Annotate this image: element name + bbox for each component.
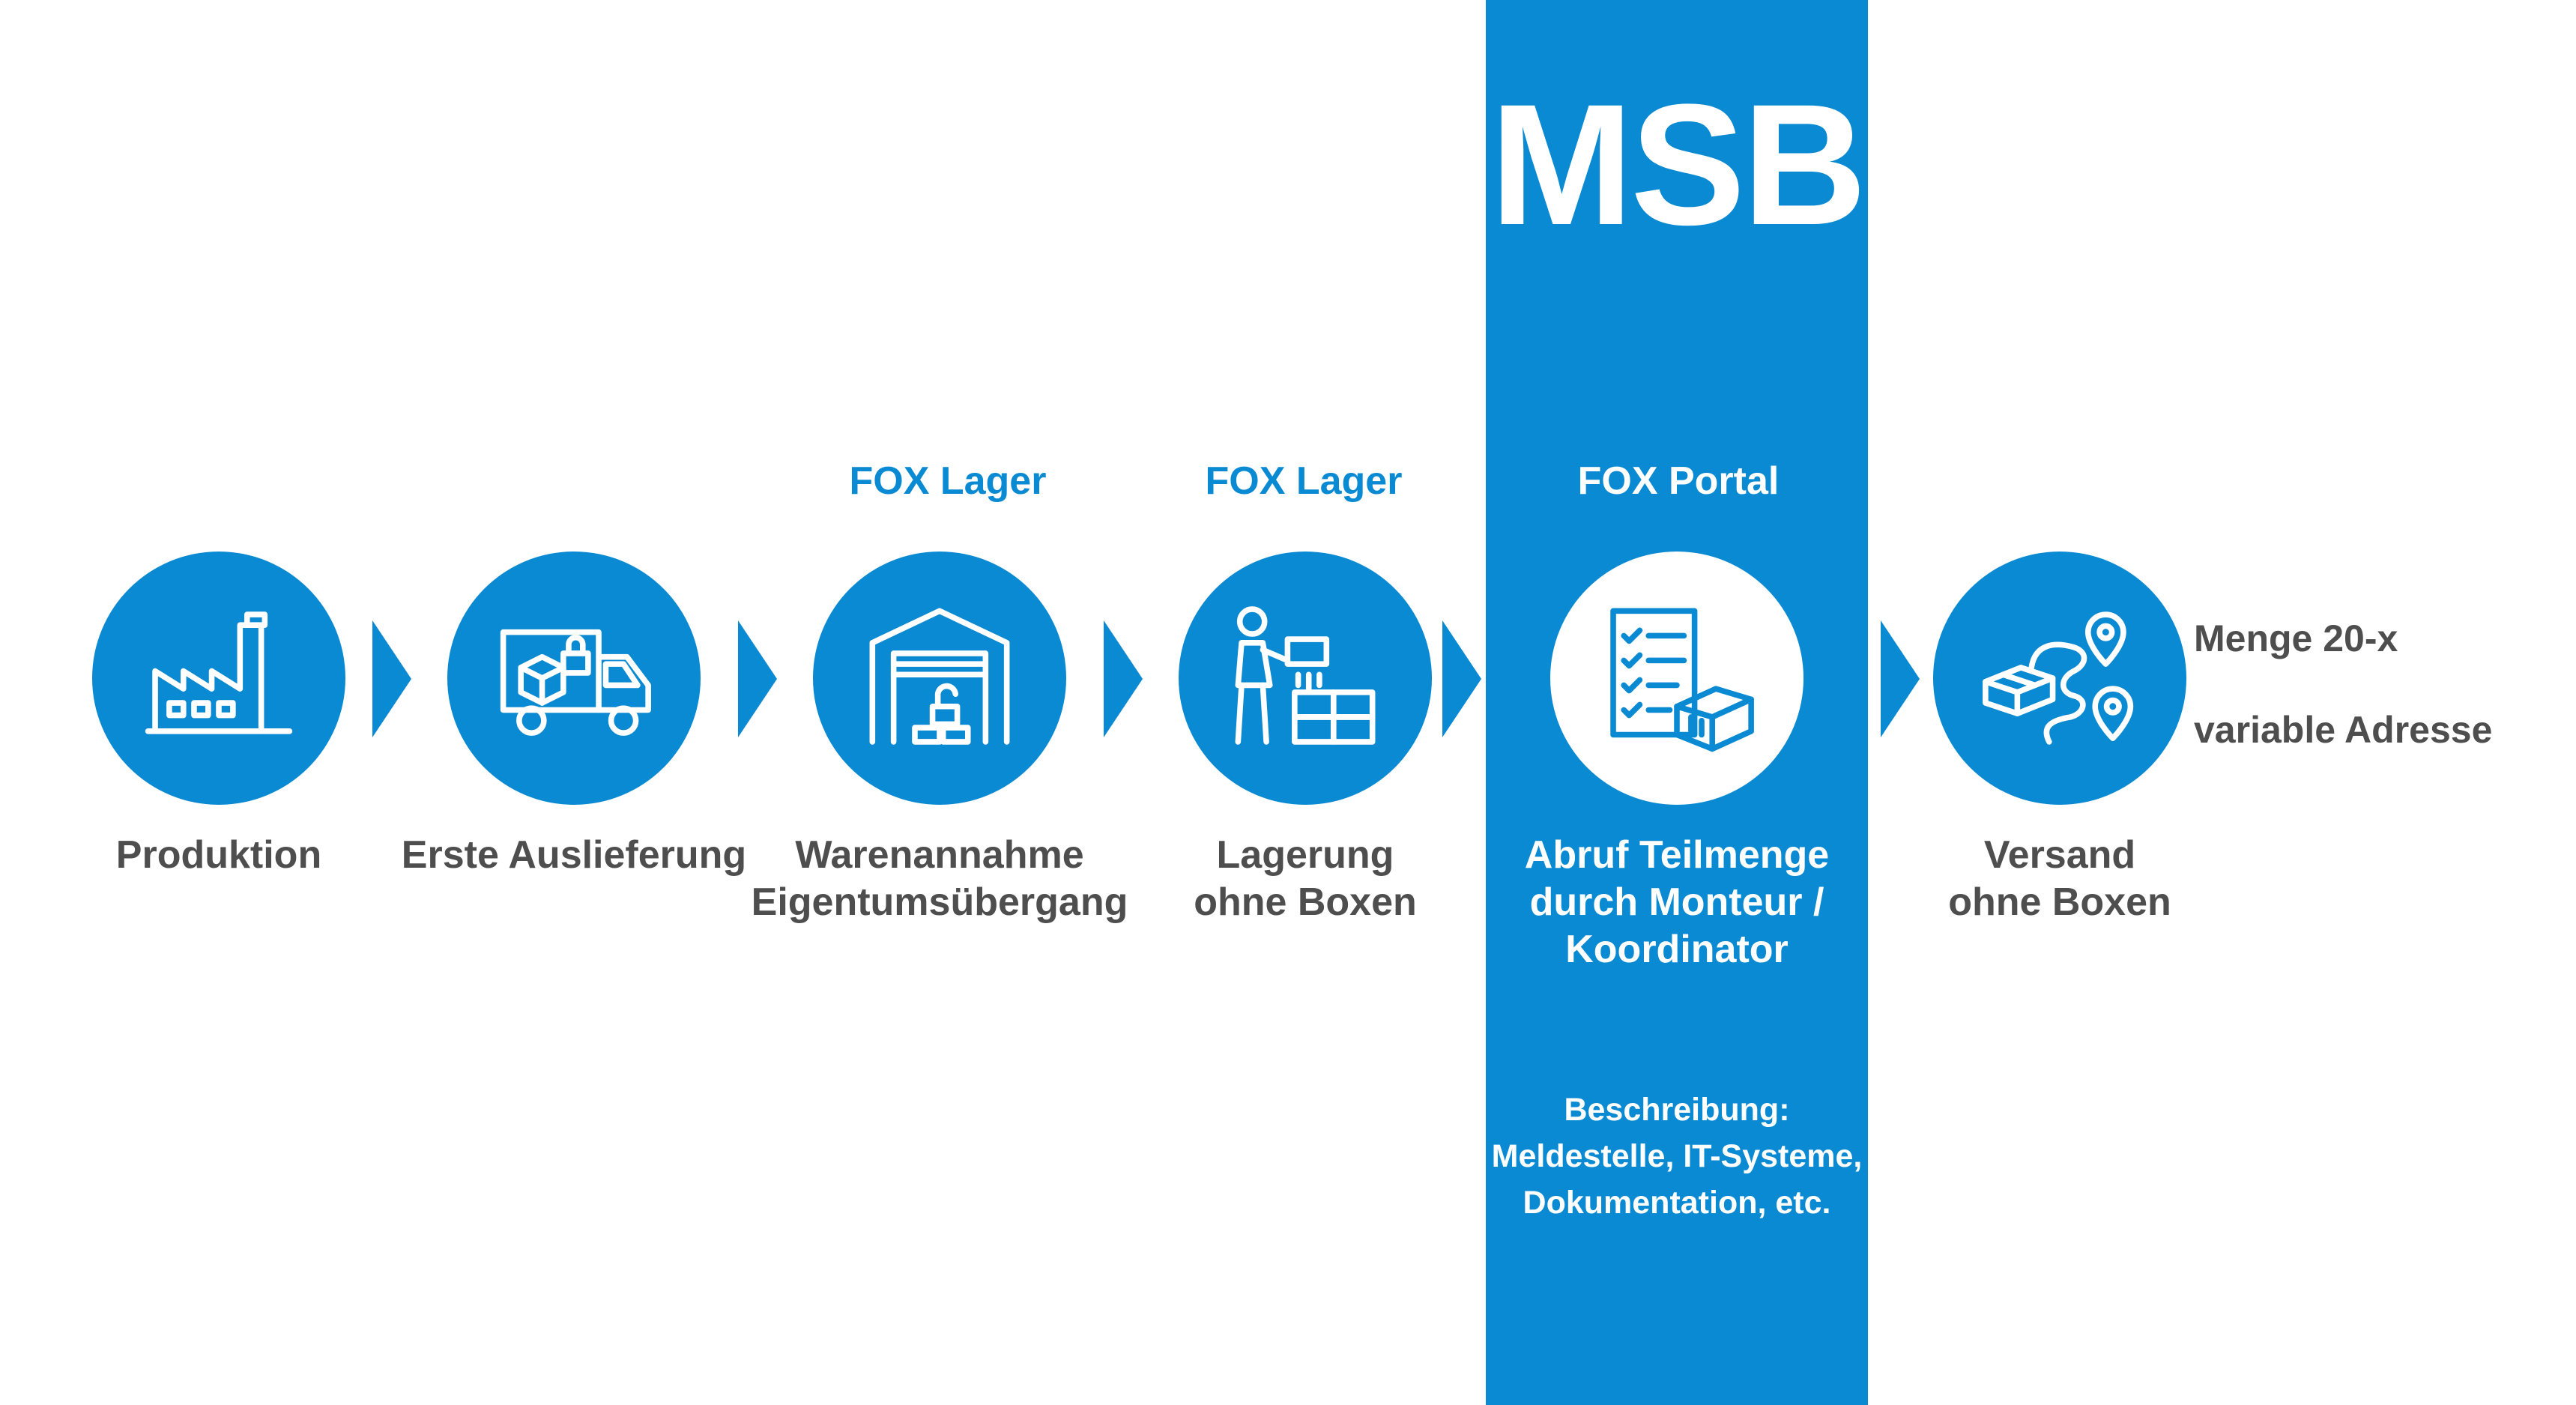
flow-arrow-2 — [738, 620, 777, 737]
step-lagerung-circle — [1179, 552, 1432, 805]
step-label-lagerung: Lagerung ohne Boxen — [1194, 833, 1417, 924]
factory-icon — [145, 611, 293, 734]
delivery-truck-icon — [500, 629, 651, 736]
step-warenannahme-circle — [813, 552, 1066, 805]
msb-title: MSB — [1490, 68, 1866, 261]
header-fox-lager-1: FOX Lager — [849, 459, 1047, 503]
step-label-versand: Versand ohne Boxen — [1948, 833, 2171, 924]
warehouse-icon — [869, 608, 1010, 745]
step-label-produktion: Produktion — [115, 833, 322, 877]
step-versand-circle — [1933, 552, 2186, 805]
note-menge: Menge 20-x — [2194, 617, 2398, 659]
flow-arrow-3 — [1104, 620, 1143, 737]
step-auslieferung-circle — [447, 552, 701, 805]
flow-arrow-5 — [1881, 620, 1920, 737]
step-produktion-circle — [92, 552, 345, 805]
step-label-warenannahme: Warenannahme Eigentumsübergang — [751, 833, 1128, 924]
route-box-icon — [1983, 611, 2134, 745]
flow-arrow-1 — [372, 620, 411, 737]
msb-description: Beschreibung: Meldestelle, IT-Systeme, D… — [1491, 1092, 1863, 1221]
step-label-abruf: Abruf Teilmenge durch Monteur / Koordina… — [1524, 833, 1830, 971]
flow-arrow-4 — [1442, 620, 1481, 737]
step-label-erste-auslieferung: Erste Auslieferung — [401, 833, 747, 877]
note-adresse: variable Adresse — [2194, 709, 2493, 751]
header-fox-lager-2: FOX Lager — [1205, 459, 1403, 503]
worker-boxes-icon — [1235, 606, 1376, 745]
checklist-box-icon — [1610, 608, 1754, 752]
header-fox-portal: FOX Portal — [1577, 459, 1780, 503]
step-abruf-circle — [1550, 552, 1803, 805]
